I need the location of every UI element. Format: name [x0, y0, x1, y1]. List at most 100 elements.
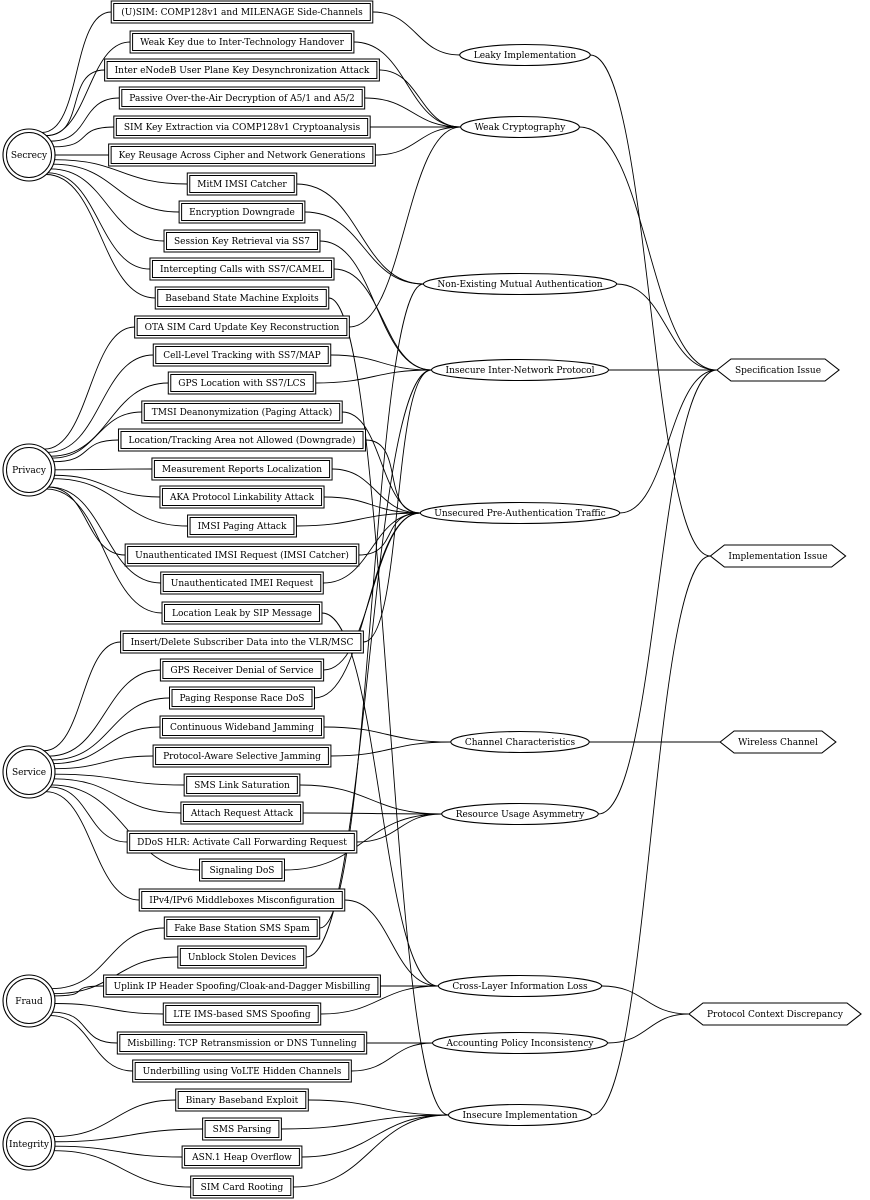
edge-pagingrace-to-preauth [314, 512, 421, 699]
edge-passive-to-weakcrypto [364, 97, 461, 128]
edge-service-to-sigdos [51, 784, 200, 871]
attack-node-sigdos: Signaling DoS [199, 858, 285, 882]
attack-box-outer [104, 58, 380, 82]
attack-box-inner [164, 604, 320, 622]
attack-node-smssat: SMS Link Saturation [183, 773, 301, 797]
attack-node-ipv6: IPv4/IPv6 Middleboxes Misconfiguration [138, 888, 346, 912]
attack-box-inner [119, 1034, 365, 1052]
attack-node-tanotallowed: Location/Tracking Area not Allowed (Down… [117, 428, 367, 452]
edge-service-to-attach [54, 778, 181, 814]
attack-box-inner [153, 460, 331, 478]
edge-insecimpl-to-impl [591, 555, 711, 1116]
attack-box-outer [154, 286, 330, 310]
attack-node-fakebs: Fake Base Station SMS Spam [163, 916, 321, 940]
goal-label: Service [12, 768, 46, 778]
attack-label: Inter eNodeB User Plane Key Desynchroniz… [115, 66, 370, 76]
cause-ellipse [430, 358, 610, 382]
edge-integrity-to-smsparse [54, 1128, 203, 1143]
attack-box-outer [177, 945, 307, 969]
edge-service-to-vlr [43, 641, 121, 752]
cause-label: Weak Cryptography [475, 123, 567, 133]
edge-binbase-to-insecimpl [308, 1099, 449, 1116]
attack-box-outer [126, 830, 358, 854]
attack-box-inner [186, 776, 298, 794]
attack-box-outer [159, 658, 325, 682]
edge-privacy-to-gpslcs [51, 382, 169, 457]
cause-node-nomutual: Non-Existing Mutual Authentication [422, 272, 618, 296]
attack-label: Location/Tracking Area not Allowed (Down… [128, 435, 355, 446]
category-label: Specification Issue [735, 366, 821, 376]
goal-node-service: Service [2, 745, 56, 799]
attack-box-outer [132, 1059, 352, 1083]
attack-box-inner [129, 833, 355, 851]
goal-outer-circle [2, 443, 56, 497]
edge-fraud-to-uplink [54, 985, 104, 997]
edge-ota-to-weakcrypto [349, 126, 461, 328]
edge-fraud-to-volte [50, 1015, 133, 1072]
goal-inner-circle [6, 1121, 52, 1167]
attack-box-inner [162, 661, 322, 679]
attack-label: Misbilling: TCP Retransmission or DNS Tu… [127, 1039, 357, 1049]
attack-box-inner [105, 977, 379, 995]
edge-privacy-to-aka [54, 474, 160, 498]
edge-preauth-to-spec [619, 369, 717, 514]
attack-node-misbill: Misbilling: TCP Retransmission or DNS Tu… [116, 1031, 368, 1055]
attack-node-volte: Underbilling using VoLTE Hidden Channels [132, 1059, 352, 1083]
attack-box-outer [163, 229, 321, 253]
attack-label: (U)SIM: COMP128v1 and MILENAGE Side-Chan… [121, 7, 363, 18]
edge-privacy-to-measure [54, 468, 152, 471]
attack-box-outer [159, 485, 325, 509]
category-label: Protocol Context Discrepancy [707, 1010, 844, 1020]
edge-accounting-to-proto [607, 1013, 689, 1044]
attack-box-inner [162, 574, 322, 592]
attack-node-seljam: Protocol-Aware Selective Jamming [152, 744, 332, 768]
attack-box-outer [161, 601, 323, 625]
attack-label: Unauthenticated IMEI Request [171, 579, 314, 589]
attack-box-outer [124, 543, 360, 567]
edge-attach-to-resource [303, 812, 442, 815]
edge-volte-to-accounting [351, 1042, 433, 1072]
attack-node-tmsi: TMSI Deanonymization (Paging Attack) [141, 400, 343, 424]
attack-box-outer [149, 257, 335, 281]
cause-ellipse [419, 501, 621, 525]
attack-label: Passive Over-the-Air Decryption of A5/1 … [129, 94, 354, 104]
attack-box-outer [160, 571, 324, 595]
edge-unauthimsi-to-preauth [358, 512, 421, 556]
attack-box-inner [177, 1091, 307, 1109]
category-hexagon [716, 358, 840, 382]
attack-box-inner [136, 318, 348, 336]
cause-node-insecimpl: Insecure Implementation [447, 1103, 593, 1127]
attack-box-outer [118, 86, 366, 110]
attack-box-inner [165, 1005, 319, 1023]
attack-box-inner [182, 804, 302, 822]
attack-node-simkey: SIM Key Extraction via COMP128v1 Cryptoa… [113, 115, 371, 139]
attack-label: Uplink IP Header Spoofing/Cloak-and-Dagg… [114, 982, 371, 992]
cause-ellipse [459, 43, 591, 67]
edge-asn1-to-insecimpl [301, 1114, 449, 1158]
edge-secrecy-to-encdown [53, 163, 180, 213]
category-label: Implementation Issue [728, 552, 827, 562]
edge-gpslcs-to-internet [315, 369, 432, 384]
edge-secrecy-to-simkey [53, 126, 114, 148]
attack-box-inner [189, 517, 295, 535]
attack-box-inner [179, 948, 305, 966]
attack-label: Baseband State Machine Exploits [165, 294, 319, 304]
category-node-impl: Implementation Issue [709, 544, 847, 568]
attack-box-outer [134, 315, 350, 339]
edge-secrecy-to-enodeb [46, 69, 105, 137]
cause-label: Insecure Inter-Network Protocol [446, 366, 595, 376]
attack-box-outer [180, 801, 304, 825]
attack-box-inner [134, 1062, 350, 1080]
cause-node-resource: Resource Usage Asymmetry [441, 802, 599, 826]
attack-box-outer [152, 744, 332, 768]
edge-privacy-to-unauthimsi [48, 486, 126, 556]
attack-node-sesskey: Session Key Retrieval via SS7 [163, 229, 321, 253]
category-node-wireless: Wireless Channel [719, 730, 837, 754]
attack-node-smsparse: SMS Parsing [202, 1117, 282, 1141]
edge-privacy-to-unauthimei [48, 486, 161, 584]
edge-mitm-to-nomutual [296, 183, 424, 285]
category-node-proto: Protocol Context Discrepancy [688, 1002, 862, 1026]
attack-box-outer [152, 343, 332, 367]
attack-label: Signaling DoS [210, 866, 275, 876]
attack-box-outer [181, 1145, 303, 1169]
